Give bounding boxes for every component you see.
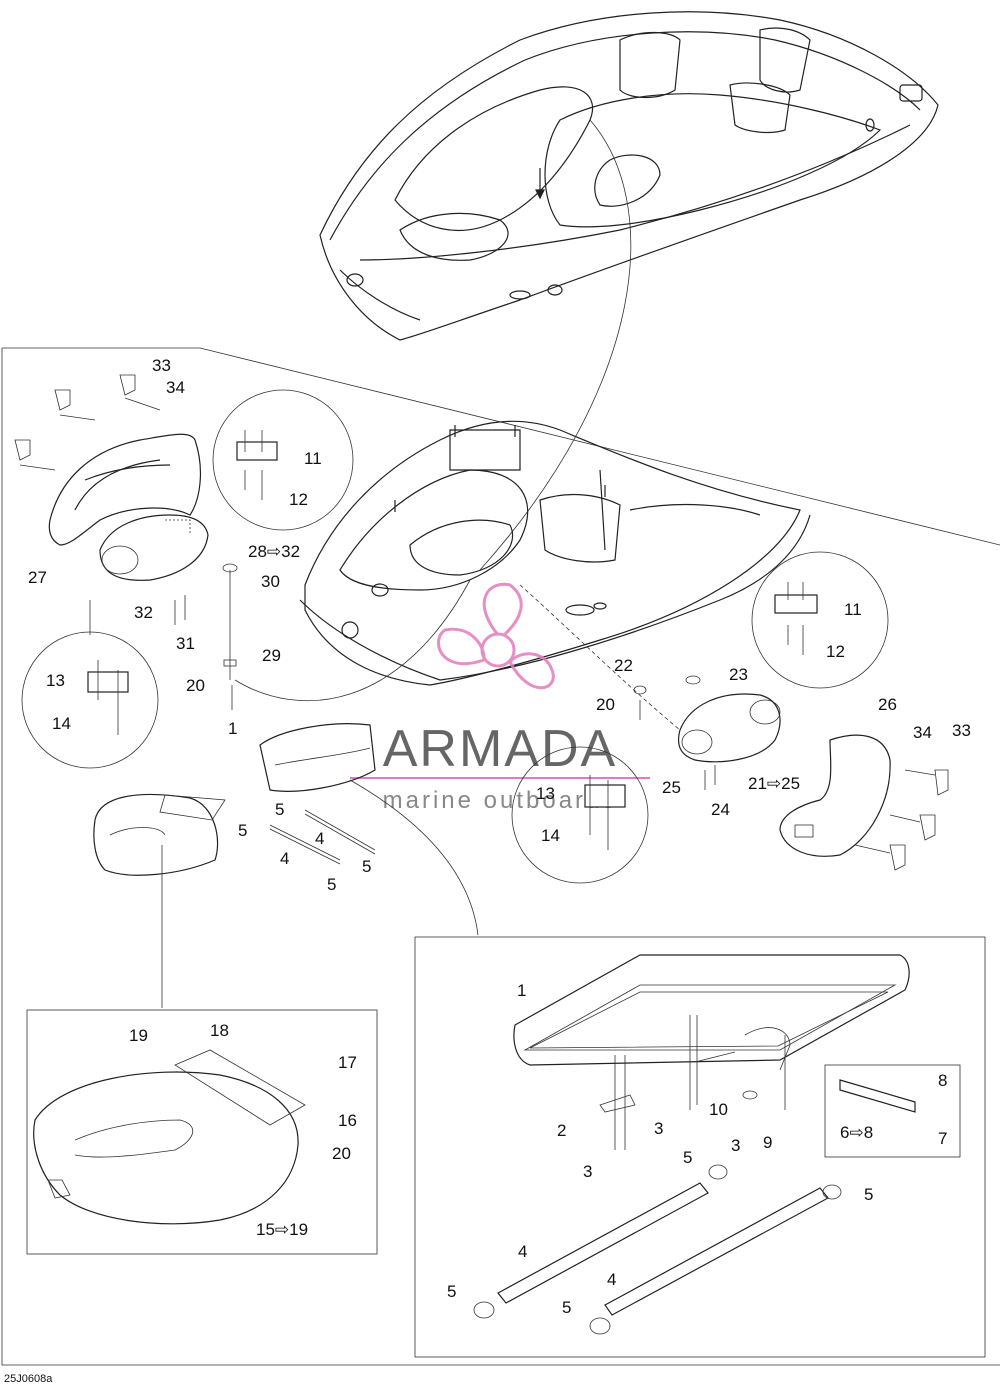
callout-18: 18 [210, 1021, 229, 1040]
callout-1-lower: 1 [517, 981, 526, 1000]
detail-box-seat-base [414, 936, 986, 1358]
callout-3c: 3 [583, 1162, 592, 1181]
callout-4a: 4 [315, 829, 324, 848]
callout-2: 2 [557, 1121, 566, 1140]
callout-6-8: 6⇨8 [840, 1123, 873, 1142]
callout-34: 34 [166, 378, 185, 397]
callout-21-25: 21⇨25 [748, 774, 800, 793]
callout-27: 27 [28, 568, 47, 587]
callout-12-right: 12 [826, 642, 845, 661]
callout-4b: 4 [280, 849, 289, 868]
callout-13-right: 13 [536, 784, 555, 803]
callout-29: 29 [262, 646, 281, 665]
callout-4d: 4 [607, 1270, 616, 1289]
callout-33: 33 [152, 356, 171, 375]
callout-7: 7 [938, 1129, 947, 1148]
callout-11: 11 [304, 449, 322, 468]
callout-15-19: 15⇨19 [256, 1220, 308, 1239]
callout-13: 13 [46, 671, 65, 690]
callout-5h: 5 [562, 1298, 571, 1317]
callout-32: 32 [134, 603, 153, 622]
hull-interior-drawing [299, 420, 811, 686]
panel-frame-left-bottom [1, 348, 1000, 1366]
left-backrest-drawing [48, 433, 201, 546]
callout-14-right: 14 [541, 826, 560, 845]
callout-11-right: 11 [844, 600, 862, 619]
callout-5d: 5 [327, 875, 336, 894]
left-console-cushion-drawing [99, 514, 209, 581]
callout-5f: 5 [864, 1185, 873, 1204]
callout-24: 24 [711, 800, 730, 819]
small-rods-drawing [269, 809, 376, 865]
diagram-code: 25J0608a [4, 1373, 53, 1385]
callout-4c: 4 [518, 1242, 527, 1261]
callout-20: 20 [186, 676, 205, 695]
detail-circle-brackets-right [751, 551, 889, 689]
bracket-kit-inset [824, 1064, 961, 1158]
detail-circle-brackets-left [212, 389, 354, 531]
right-clip-brackets [854, 769, 949, 871]
center-seat-drawing [259, 723, 479, 936]
callout-23: 23 [729, 665, 748, 684]
watermark-tagline: marine outboards [383, 787, 618, 814]
callout-14: 14 [52, 714, 71, 733]
armada-watermark: ARMADA marine outboards [350, 582, 650, 814]
callout-26: 26 [878, 695, 897, 714]
callout-labels: 33 34 11 12 28⇨32 27 30 32 31 29 13 20 1… [28, 356, 971, 1317]
callout-25: 25 [662, 778, 681, 797]
callout-3b: 3 [731, 1136, 740, 1155]
right-backrest-drawing [779, 734, 891, 857]
large-cushion-drawing [33, 1049, 306, 1225]
small-cushion-drawing [93, 793, 226, 1008]
callout-22: 22 [614, 656, 633, 675]
callout-9: 9 [763, 1133, 772, 1152]
callout-30: 30 [261, 572, 280, 591]
right-console-fasteners [519, 584, 716, 790]
propeller-logo-icon [436, 582, 555, 690]
callout-12: 12 [289, 490, 308, 509]
detail-circle-brackets-left-lower [21, 600, 159, 769]
callout-1: 1 [228, 719, 237, 738]
detail-box-cushion [26, 1009, 378, 1255]
seat-base-drawing [513, 954, 910, 1066]
callout-5a: 5 [275, 800, 284, 819]
large-rods-drawing [473, 1164, 842, 1335]
left-clip-brackets [14, 374, 161, 471]
detail-circle-brackets-right-lower [511, 746, 649, 884]
callout-34-right: 34 [913, 723, 932, 742]
callout-20-right: 20 [596, 695, 615, 714]
callout-19: 19 [129, 1026, 148, 1045]
callout-3a: 3 [654, 1119, 663, 1138]
panel-frame-top [2, 347, 1000, 546]
callout-33-right: 33 [952, 721, 971, 740]
boat-overview-drawing [319, 11, 939, 341]
callout-5e: 5 [683, 1148, 692, 1167]
callout-16: 16 [338, 1111, 357, 1130]
callout-10: 10 [709, 1100, 728, 1119]
callout-5b: 5 [238, 821, 247, 840]
right-console-cushion-drawing [677, 693, 781, 763]
callout-8: 8 [938, 1071, 947, 1090]
callout-5c: 5 [362, 857, 371, 876]
callout-20-lower: 20 [332, 1144, 351, 1163]
callout-31: 31 [176, 634, 195, 653]
left-console-fasteners [174, 563, 471, 710]
callout-17: 17 [338, 1053, 357, 1072]
leader-boat-to-hull [479, 119, 632, 571]
seat-base-hardware [599, 1015, 791, 1150]
callout-28-32: 28⇨32 [248, 542, 300, 561]
callout-5g: 5 [447, 1282, 456, 1301]
watermark-brand: ARMADA [383, 720, 617, 778]
